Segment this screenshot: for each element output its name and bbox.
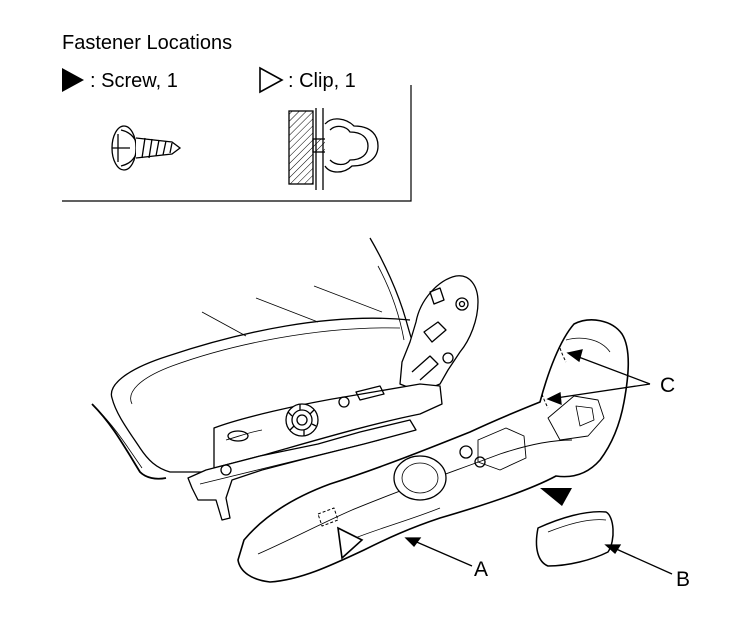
seat-frame [213, 383, 443, 469]
screw-legend-label: : Screw, 1 [90, 70, 178, 92]
seat-cushion-edge [91, 403, 167, 480]
leader-lines [404, 349, 673, 575]
clip-marker-icon [337, 526, 364, 560]
clip-position-dashed [317, 507, 339, 527]
seam-line-2 [255, 297, 319, 323]
adjust-knob [285, 403, 319, 437]
lever-hole [393, 455, 447, 501]
recliner-plate [399, 275, 479, 393]
callout-a: A [474, 558, 488, 581]
seam-line-3 [313, 285, 383, 313]
seat-cushion-edge-2 [95, 407, 143, 469]
fastener-legend: Fastener Locations : Screw, 1 : Clip, 1 [62, 32, 412, 202]
knob-cover-b [535, 510, 614, 567]
legend-border [62, 85, 412, 202]
seat-back-contour [377, 265, 405, 341]
callout-c: C [660, 374, 675, 397]
clip-legend-label: : Clip, 1 [288, 70, 356, 92]
seat-cushion-inner [130, 327, 401, 405]
callout-b: B [676, 568, 690, 591]
seam-line-1 [201, 311, 247, 337]
seat-assembly [91, 237, 630, 583]
side-cover-a [237, 319, 630, 583]
seat-cushion-outline [110, 317, 411, 473]
screw-marker-icon [540, 488, 572, 506]
screw-symbol-icon [62, 68, 84, 92]
legend-title: Fastener Locations [62, 32, 232, 54]
screw-illustration [111, 125, 182, 171]
clip-symbol-icon [259, 66, 284, 94]
clip-illustration [288, 108, 379, 190]
